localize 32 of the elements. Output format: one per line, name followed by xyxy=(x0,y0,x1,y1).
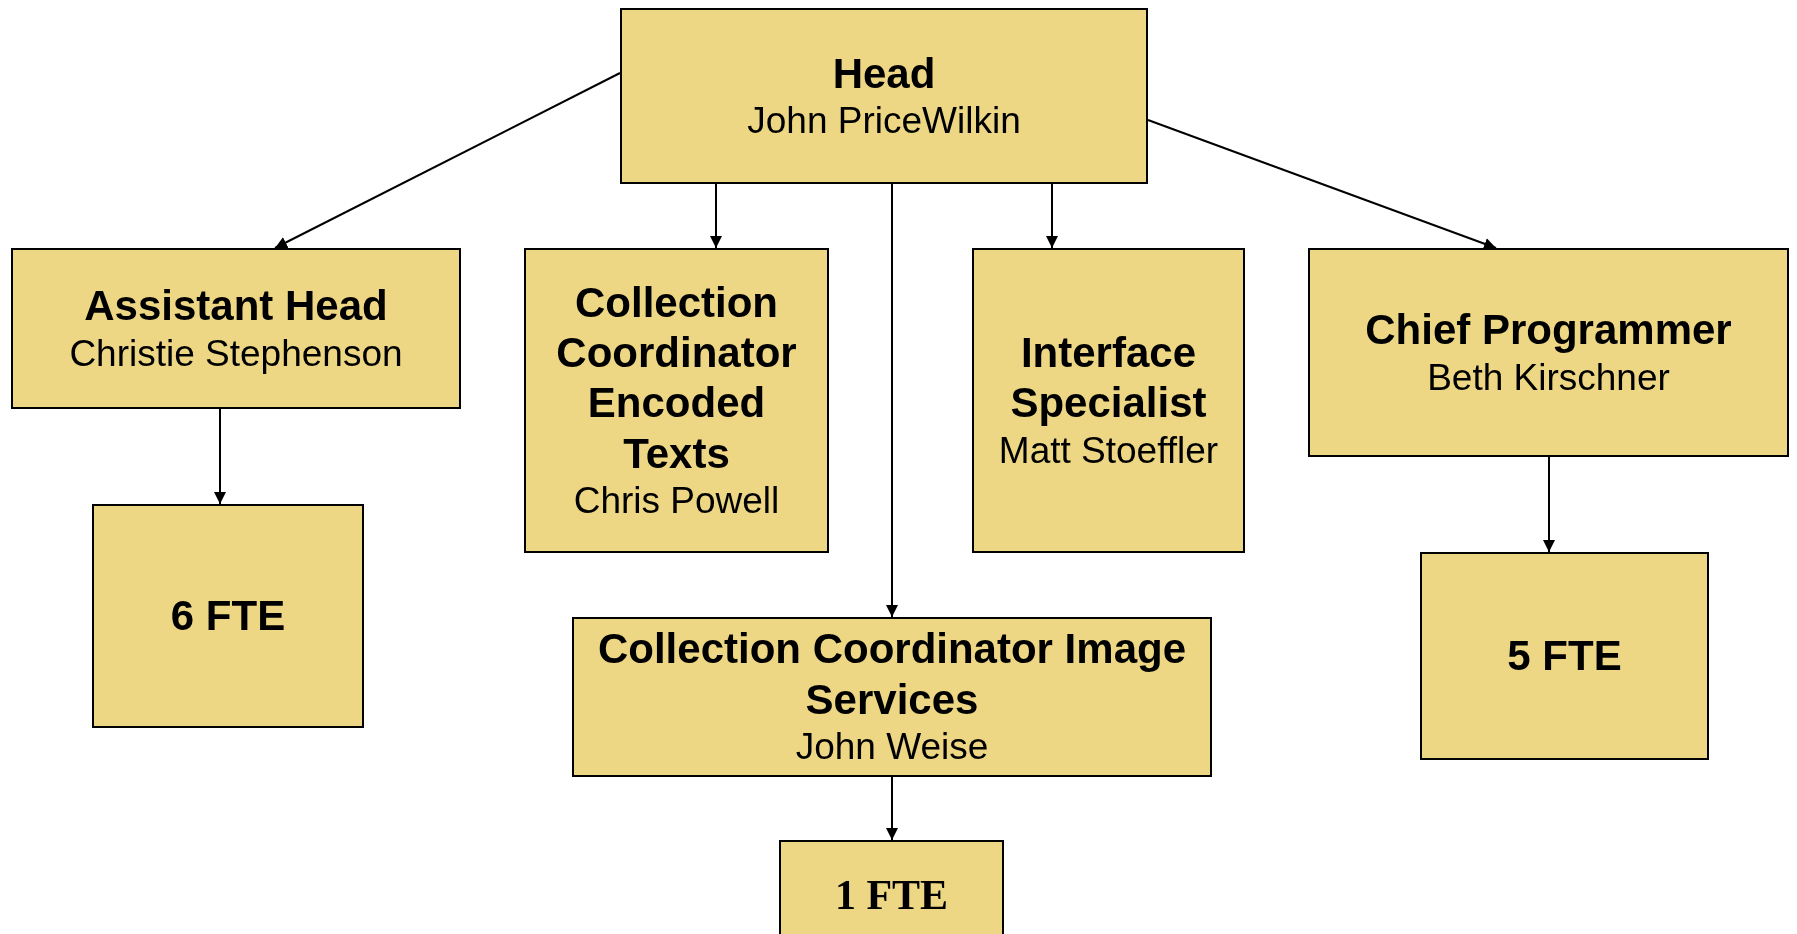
arrow xyxy=(274,72,621,249)
role-title: 1 FTE xyxy=(834,870,949,920)
role-title: Interface Specialist xyxy=(1009,327,1208,429)
arrow xyxy=(1147,119,1497,250)
role-title: Assistant Head xyxy=(84,281,388,332)
org-box xyxy=(1420,552,1709,760)
person-name: Christie Stephenson xyxy=(69,331,403,376)
person-name: John Weise xyxy=(795,725,989,770)
arrow xyxy=(886,183,898,618)
org-box xyxy=(972,248,1245,553)
arrow xyxy=(886,776,898,841)
role-title: Head xyxy=(832,48,936,99)
org-box xyxy=(779,840,1004,934)
role-title: 5 FTE xyxy=(1507,630,1622,681)
org-box xyxy=(524,248,829,553)
arrow xyxy=(1543,456,1555,553)
role-title: Collection Coordinator Image Services xyxy=(596,624,1187,725)
org-box xyxy=(572,617,1212,777)
arrow xyxy=(1046,183,1058,249)
org-box xyxy=(620,8,1148,184)
org-box xyxy=(11,248,461,409)
arrow xyxy=(710,183,722,249)
role-title: Collection Coordinator Encoded Texts xyxy=(555,277,798,479)
person-name: Matt Stoeffler xyxy=(998,428,1219,473)
person-name: John PriceWilkin xyxy=(747,99,1021,143)
arrow xyxy=(214,408,226,505)
org-box xyxy=(92,504,364,728)
org-box xyxy=(1308,248,1789,457)
role-title: Chief Programmer xyxy=(1365,305,1732,356)
person-name: Beth Kirschner xyxy=(1427,355,1670,400)
person-name: Chris Powell xyxy=(573,479,780,524)
role-title: 6 FTE xyxy=(170,590,286,641)
